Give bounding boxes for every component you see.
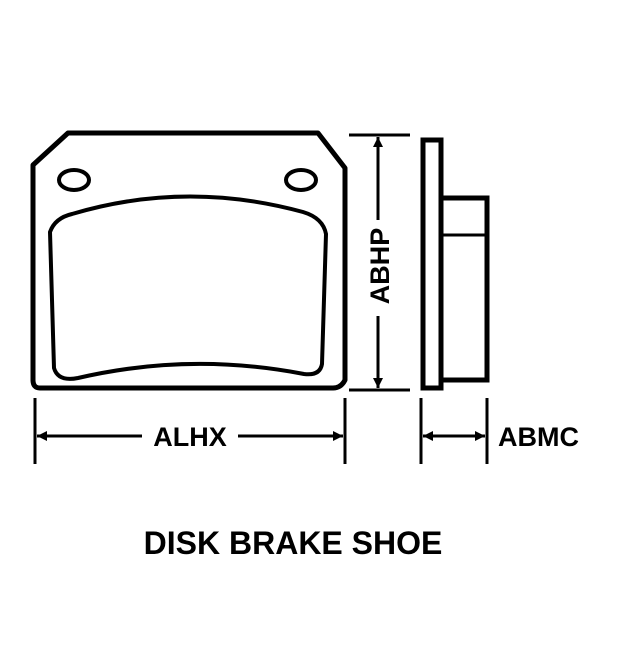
thickness-dimension: ABMC xyxy=(419,398,579,464)
thickness-dimension-label: ABMC xyxy=(498,422,579,452)
width-dimension: ALHX xyxy=(33,398,347,464)
height-dimension-label: ABHP xyxy=(365,228,395,305)
diagram-title: DISK BRAKE SHOE xyxy=(144,525,443,561)
side-view-backing-plate xyxy=(420,137,444,391)
mounting-hole-right xyxy=(284,168,318,192)
width-dimension-label: ALHX xyxy=(153,422,227,452)
side-view xyxy=(420,137,490,391)
backing-plate-front-view xyxy=(30,130,348,391)
mounting-hole-left xyxy=(57,168,91,192)
height-dimension: ABHP xyxy=(349,133,410,392)
side-view-friction-block xyxy=(441,195,490,383)
friction-lining xyxy=(48,194,328,381)
